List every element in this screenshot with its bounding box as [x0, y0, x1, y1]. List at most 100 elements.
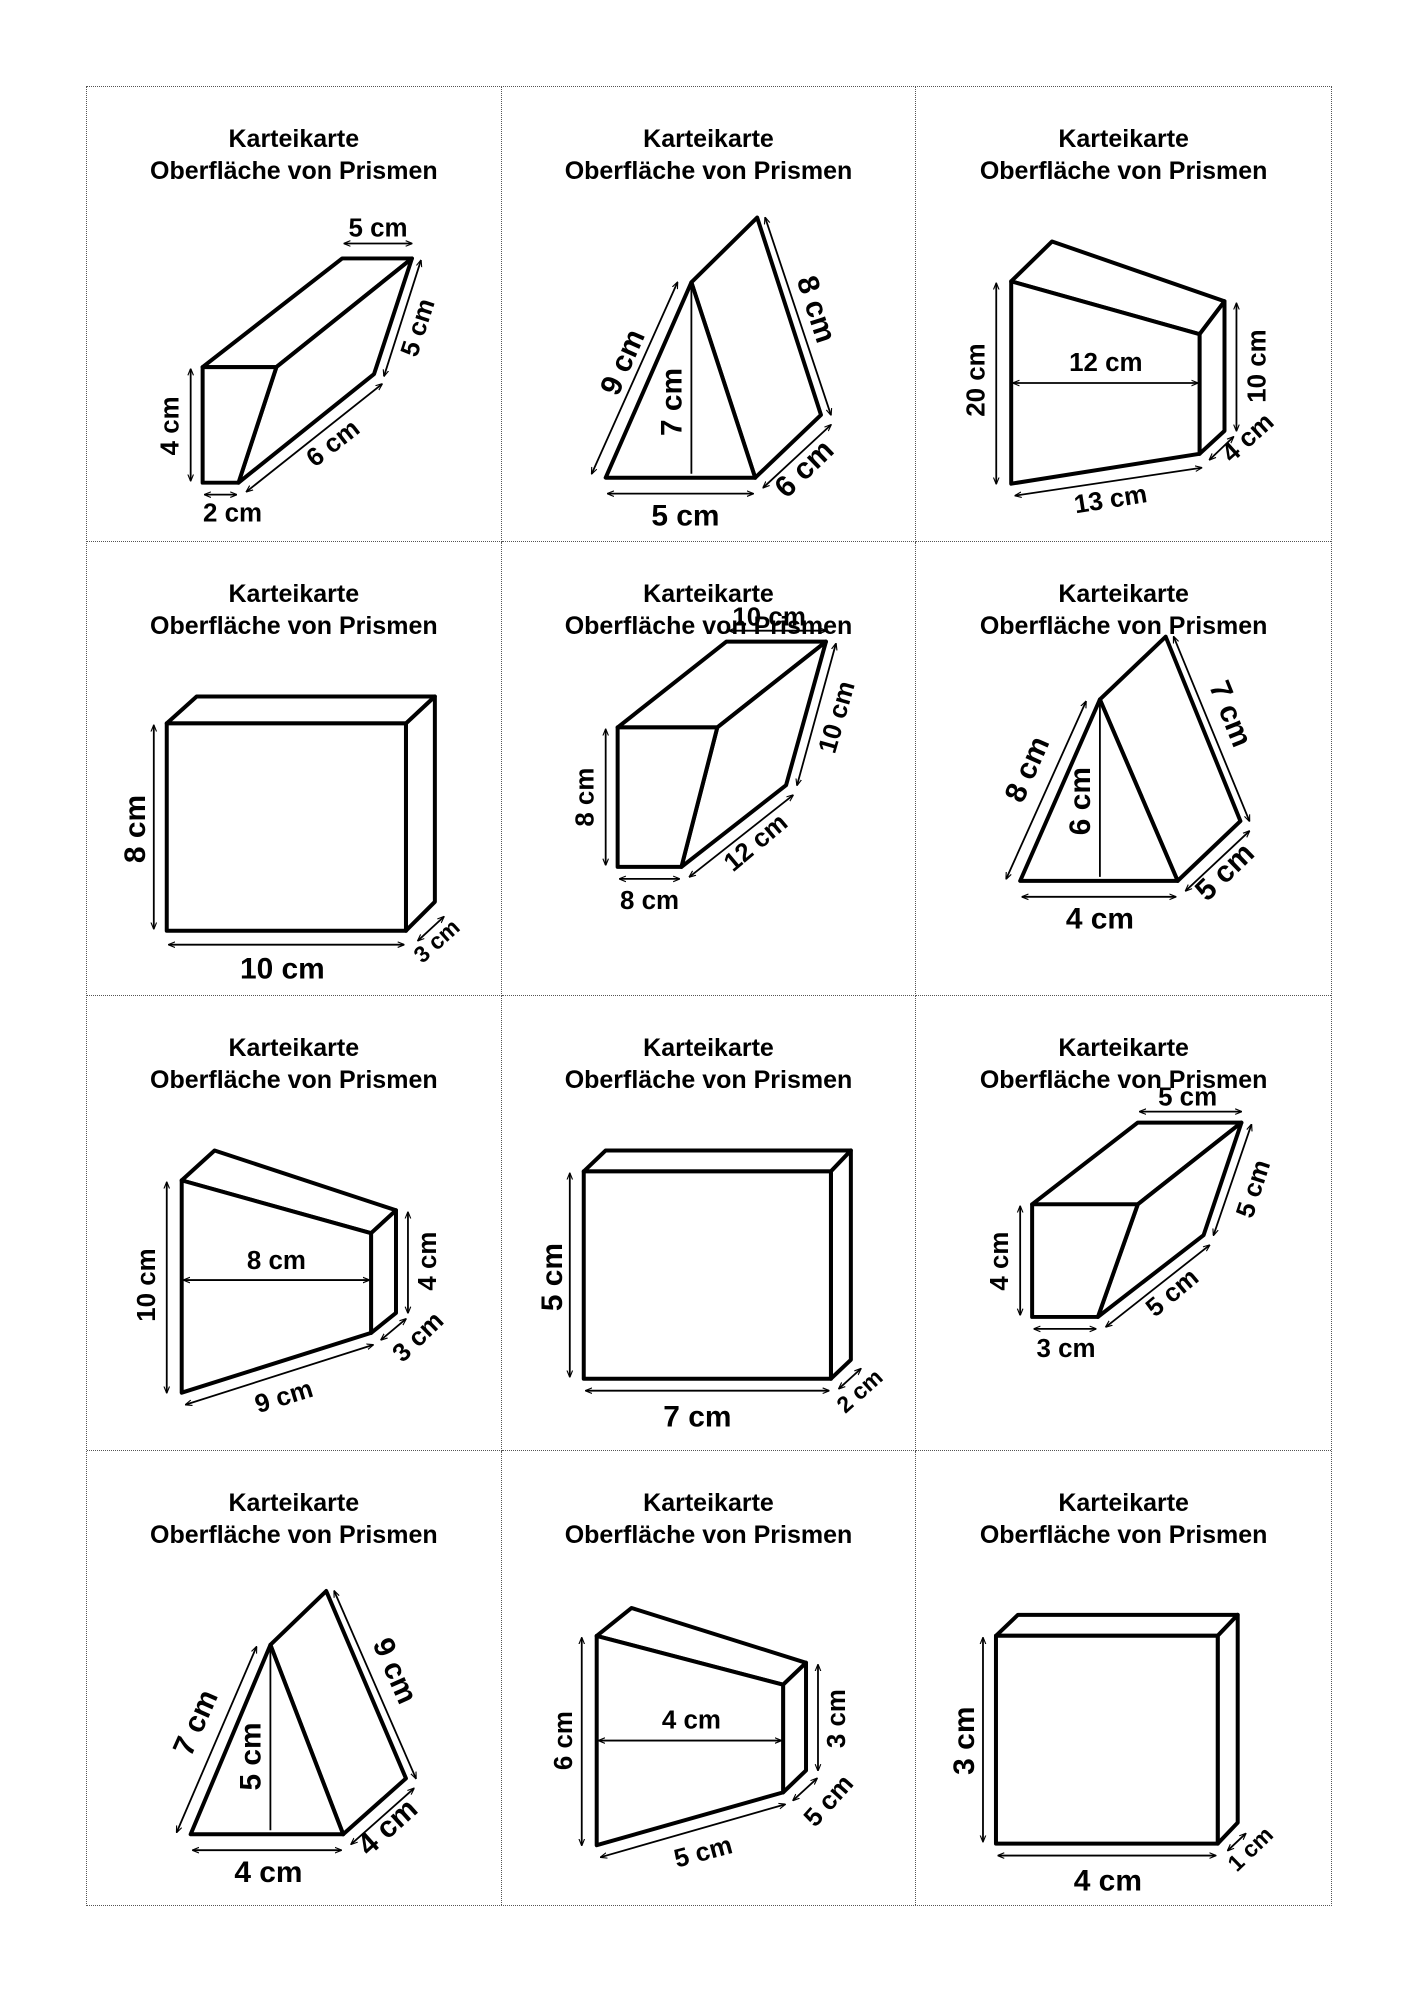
dimension-label: 3 cm — [387, 1307, 449, 1368]
flashcard-9: Karteikarte Oberfläche von Prismen 5 cm … — [916, 996, 1331, 1451]
card-title: Karteikarte Oberfläche von Prismen — [502, 1487, 916, 1551]
card-title-line-2: Oberfläche von Prismen — [564, 1066, 853, 1094]
triangular-prism-drawing: 8 cm 6 cm 7 cm 5 cm 4 cm — [999, 634, 1261, 935]
flashcard-7: Karteikarte Oberfläche von Prismen 10 cm… — [87, 996, 502, 1451]
dimension-label: 10 cm — [1244, 329, 1272, 402]
dimension-label: 5 cm — [234, 1722, 267, 1790]
dimension-label: 7 cm — [655, 368, 688, 436]
flashcard-6: Karteikarte Oberfläche von Prismen 8 cm … — [916, 542, 1331, 996]
flashcard-5: Karteikarte Oberfläche von Prismen 10 cm… — [501, 541, 917, 996]
card-title-line-1: Karteikarte — [1058, 1488, 1189, 1517]
dimension-label: 4 cm — [1066, 902, 1134, 935]
dimension-label: 6 cm — [1064, 767, 1097, 835]
dimension-label: 20 cm — [963, 343, 991, 416]
dimension-label: 7 cm — [663, 1401, 731, 1434]
flashcard-10: Karteikarte Oberfläche von Prismen 7 cm … — [87, 1450, 502, 1905]
parallelogram-prism-drawing: 5 cm 5 cm 5 cm 4 cm 3 cm — [987, 1084, 1277, 1363]
card-title-line-2: Oberfläche von Prismen — [150, 1520, 438, 1549]
card-title-line-1: Karteikarte — [1058, 1034, 1189, 1062]
card-title-line-2: Oberfläche von Prismen — [979, 157, 1268, 185]
dimension-label: 5 cm — [798, 1769, 858, 1832]
cuboid-drawing: 3 cm 4 cm 1 cm — [948, 1612, 1278, 1897]
card-title-line-1: Karteikarte — [228, 1488, 360, 1517]
trapezoid-prism-drawing: 6 cm 4 cm 3 cm 5 cm 5 cm — [549, 1605, 859, 1873]
card-title-line-2: Oberfläche von Prismen — [564, 157, 853, 185]
dimension-label: 6 cm — [549, 1711, 577, 1770]
parallelogram-prism-drawing: 5 cm 5 cm 6 cm 4 cm 2 cm — [157, 215, 441, 528]
dimension-label: 8 cm — [571, 767, 599, 826]
card-title: Karteikarte Oberfläche von Prismen — [916, 578, 1331, 642]
dimension-label: 10 cm — [732, 603, 805, 631]
flashcard-12: Karteikarte Oberfläche von Prismen 3 cm … — [916, 1451, 1331, 1906]
dimension-label: 8 cm — [789, 272, 841, 347]
dimension-label: 5 cm — [1158, 1084, 1217, 1112]
dimension-label: 10 cm — [813, 678, 860, 756]
card-title-line-2: Oberfläche von Prismen — [150, 1066, 438, 1094]
flashcard-3: Karteikarte Oberfläche von Prismen 20 cm… — [916, 87, 1331, 542]
card-title: Karteikarte Oberfläche von Prismen — [502, 123, 916, 187]
card-title-line-2: Oberfläche von Prismen — [564, 1520, 853, 1549]
card-title: Karteikarte Oberfläche von Prismen — [916, 1487, 1331, 1551]
triangular-prism-drawing: 9 cm 7 cm 8 cm 6 cm 5 cm — [502, 215, 842, 533]
triangular-prism-drawing: 7 cm 5 cm 9 cm 4 cm 4 cm — [167, 1451, 424, 1889]
dimension-label: 8 cm — [620, 886, 679, 914]
card-title: Karteikarte Oberfläche von Prismen — [87, 1032, 501, 1096]
flashcard-1: Karteikarte Oberfläche von Prismen 5 cm … — [87, 87, 502, 542]
card-title-line-1: Karteikarte — [228, 125, 360, 153]
dimension-label: 2 cm — [203, 500, 262, 528]
card-title-line-2: Oberfläche von Prismen — [979, 1066, 1268, 1094]
card-title-line-1: Karteikarte — [1058, 579, 1189, 608]
dimension-label: 4 cm — [1074, 1864, 1142, 1897]
card-title: Karteikarte Oberfläche von Prismen — [87, 1487, 501, 1551]
dimension-label: 9 cm — [366, 1633, 424, 1709]
dimension-label: 4 cm — [662, 1706, 721, 1734]
card-title-line-2: Oberfläche von Prismen — [564, 611, 853, 640]
card-title: Karteikarte Oberfläche von Prismen — [502, 1032, 916, 1096]
dimension-label: 4 cm — [414, 1232, 442, 1291]
trapezoid-prism-drawing: 10 cm 8 cm 4 cm 3 cm 9 cm — [133, 1148, 449, 1419]
dimension-label: 4 cm — [987, 1232, 1015, 1291]
card-title: Karteikarte Oberfläche von Prismen — [87, 578, 501, 642]
dimension-label: 3 cm — [823, 1689, 851, 1748]
card-title-line-1: Karteikarte — [643, 579, 774, 608]
flashcard-11: Karteikarte Oberfläche von Prismen 6 cm … — [502, 1450, 917, 1905]
dimension-label: 3 cm — [1037, 1335, 1096, 1363]
cuboid-drawing: 8 cm 10 cm 3 cm — [119, 693, 465, 985]
card-title-line-1: Karteikarte — [228, 579, 360, 608]
flashcard-2: Karteikarte Oberfläche von Prismen 9 cm … — [501, 87, 917, 542]
trapezoid-prism-drawing: 20 cm 12 cm 10 cm 4 cm 13 cm — [963, 239, 1280, 519]
card-title-line-2: Oberfläche von Prismen — [150, 157, 438, 185]
dimension-label: 8 cm — [247, 1247, 306, 1275]
card-title-line-2: Oberfläche von Prismen — [979, 1520, 1268, 1549]
card-title: Karteikarte Oberfläche von Prismen — [916, 1032, 1331, 1096]
cuboid-drawing: 5 cm 7 cm 2 cm — [535, 1148, 887, 1434]
dimension-label: 7 cm — [1203, 676, 1259, 752]
card-title: Karteikarte Oberfläche von Prismen — [87, 123, 501, 187]
flashcard-sheet: Karteikarte Oberfläche von Prismen 5 cm … — [86, 86, 1332, 1906]
dimension-label: 5 cm — [349, 215, 408, 243]
dimension-label: 10 cm — [133, 1248, 161, 1321]
flashcard-8: Karteikarte Oberfläche von Prismen 5 cm … — [501, 996, 917, 1451]
parallelogram-prism-drawing: 10 cm 10 cm 12 cm 8 cm 8 cm — [571, 603, 860, 914]
dimension-label: 5 cm — [651, 500, 719, 533]
card-title-line-1: Karteikarte — [1058, 125, 1189, 153]
dimension-label: 4 cm — [234, 1856, 302, 1889]
card-title-line-2: Oberfläche von Prismen — [150, 611, 438, 640]
dimension-label: 9 cm — [252, 1375, 317, 1419]
card-title-line-1: Karteikarte — [643, 1488, 774, 1517]
dimension-label: 4 cm — [157, 396, 185, 455]
card-title: Karteikarte Oberfläche von Prismen — [502, 578, 916, 642]
dimension-label: 8 cm — [999, 731, 1057, 807]
dimension-label: 8 cm — [119, 794, 152, 862]
dimension-label: 5 cm — [671, 1831, 735, 1873]
dimension-label: 5 cm — [535, 1243, 568, 1311]
dimension-label: 10 cm — [240, 952, 325, 985]
card-title: Karteikarte Oberfläche von Prismen — [916, 123, 1331, 187]
dimension-label: 12 cm — [1069, 349, 1142, 377]
dimension-label: 3 cm — [948, 1706, 981, 1774]
card-title-line-1: Karteikarte — [643, 1034, 774, 1062]
flashcard-4: Karteikarte Oberfläche von Prismen 8 cm … — [87, 541, 502, 996]
card-title-line-1: Karteikarte — [228, 1034, 360, 1062]
dimension-label: 5 cm — [396, 295, 441, 360]
card-title-line-1: Karteikarte — [643, 125, 774, 153]
